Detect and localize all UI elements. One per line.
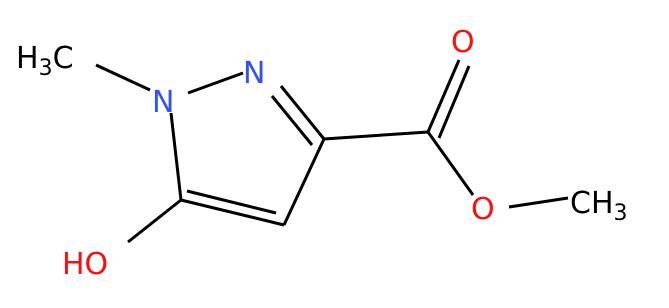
bond-c5-oh bbox=[127, 198, 182, 244]
methyl-label-n: H3C bbox=[16, 41, 74, 81]
bond-methyl-n1 bbox=[95, 63, 151, 92]
bond-carboxyl-ester-o bbox=[426, 131, 475, 196]
nitrogen-1-label: N bbox=[152, 85, 174, 120]
bond-n2-c3-inner bbox=[270, 95, 314, 146]
nitrogen-2-label: N bbox=[243, 56, 265, 91]
bond-ester-o-methyl bbox=[508, 196, 569, 209]
methyl-label-o: CH3 bbox=[570, 186, 628, 226]
bond-carboxyl-ketone-o bbox=[426, 59, 461, 133]
bond-carboxyl-ketone-o-inner bbox=[437, 65, 471, 139]
bond-c3-c4 bbox=[282, 138, 326, 226]
bond-c5-n1 bbox=[169, 112, 183, 201]
bond-n2-c3 bbox=[279, 85, 326, 140]
bond-c3-carboxyl bbox=[323, 130, 429, 141]
ester-oxygen-label: O bbox=[471, 192, 495, 227]
bonds bbox=[95, 59, 569, 244]
bond-c4-c5 bbox=[180, 198, 285, 227]
ketone-oxygen-label: O bbox=[451, 25, 475, 60]
bond-c4-c5-inner bbox=[186, 189, 277, 215]
bond-n1-n2 bbox=[187, 71, 244, 95]
hydroxyl-label: HO bbox=[62, 247, 108, 282]
